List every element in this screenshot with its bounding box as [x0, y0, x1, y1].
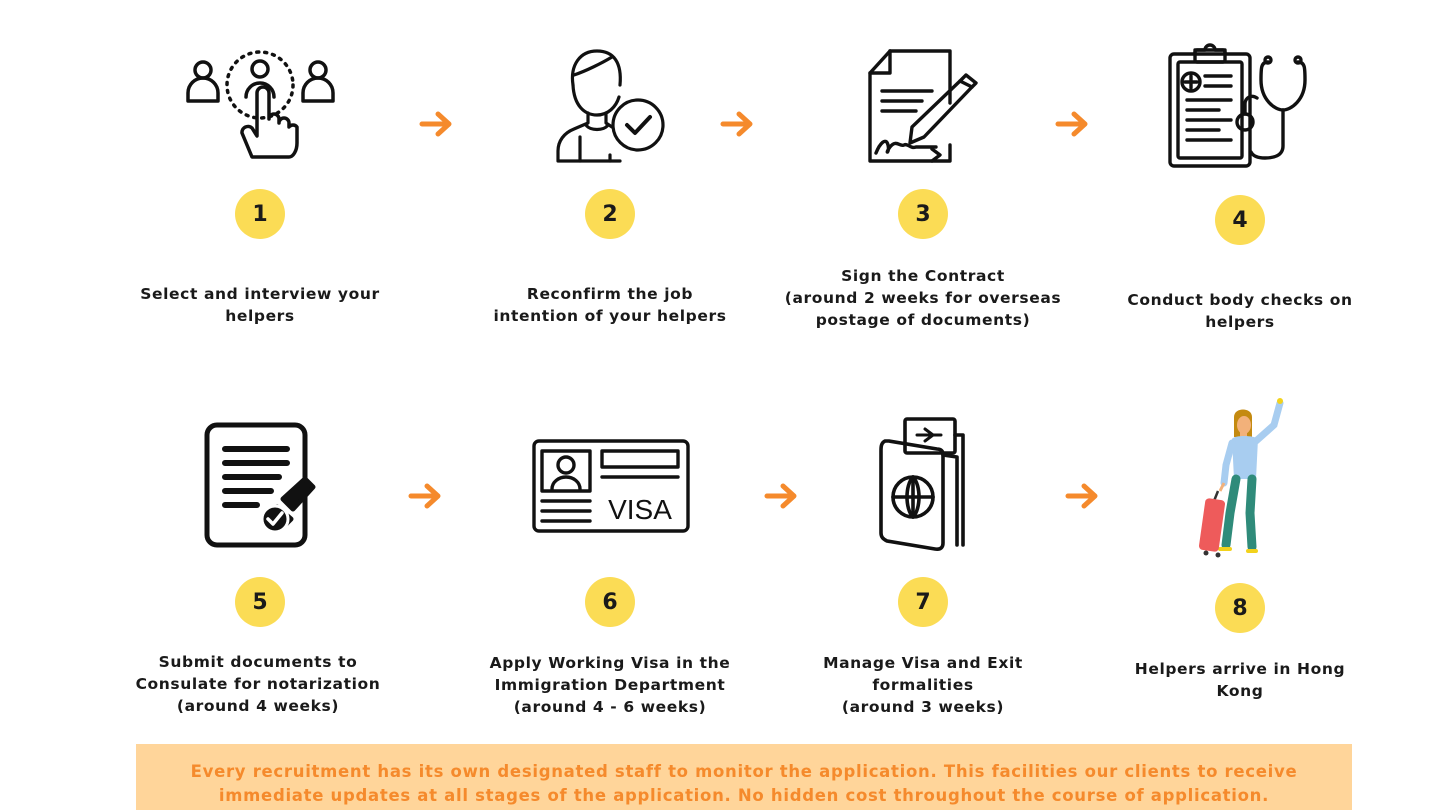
signed-contract-icon	[868, 49, 978, 163]
step-8-badge: 8	[1215, 583, 1265, 633]
step-3-icon-area	[862, 45, 982, 165]
footer-line: Every recruitment has its own designated…	[190, 762, 1298, 781]
confirmed-person-icon	[556, 49, 665, 163]
step-4-icon-area	[1165, 40, 1315, 170]
step-5-badge: 5	[235, 577, 285, 627]
step-3-badge: 3	[898, 189, 948, 239]
step-1-badge: 1	[235, 189, 285, 239]
step-5-icon-area	[195, 415, 325, 555]
arrow-right-icon	[419, 111, 452, 137]
step-7-badge: 7	[898, 577, 948, 627]
step-8-icon-area	[1190, 395, 1290, 560]
medical-clipboard-icon	[1168, 43, 1307, 168]
footer-banner: Every recruitment has its own designated…	[136, 744, 1352, 810]
step-6-badge: 6	[585, 577, 635, 627]
arrow-right-icon	[720, 111, 753, 137]
footer-line: immediate updates at all stages of the a…	[218, 786, 1270, 805]
visa-card-icon: VISA	[532, 439, 690, 533]
stamped-document-icon	[204, 422, 316, 548]
passport-ticket-icon	[879, 417, 965, 551]
select-people-icon	[186, 50, 335, 159]
step-2-badge: 2	[585, 189, 635, 239]
traveler-arrival-icon	[1198, 398, 1284, 558]
arrow-right-icon	[408, 483, 441, 509]
step-3-label: Sign the Contract(around 2 weeks for ove…	[784, 267, 1062, 329]
svg-text:VISA: VISA	[608, 494, 672, 525]
step-6-icon-area: VISA	[530, 435, 692, 537]
arrow-right-icon	[1065, 483, 1098, 509]
step-7-icon-area	[875, 415, 970, 555]
step-2-icon-area	[550, 45, 670, 165]
step-1-icon-area	[180, 45, 340, 165]
arrow-right-icon	[764, 483, 797, 509]
arrow-right-icon	[1055, 111, 1088, 137]
step-4-badge: 4	[1215, 195, 1265, 245]
